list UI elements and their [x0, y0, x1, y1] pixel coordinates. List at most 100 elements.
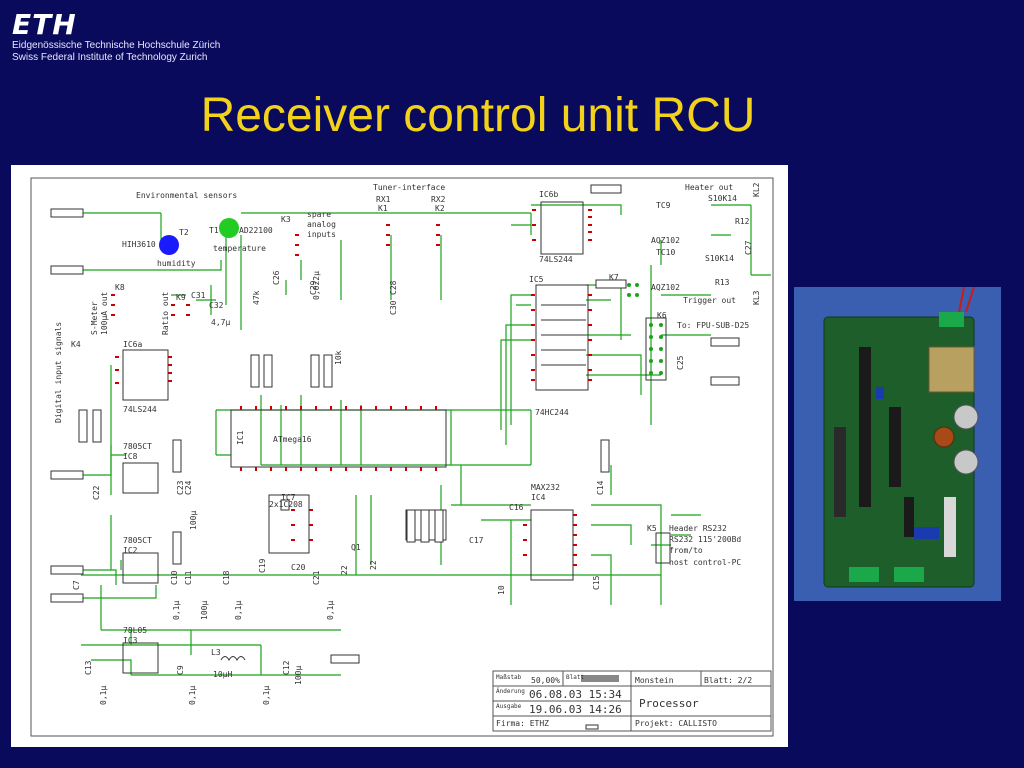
value-100u-a: 100µ: [294, 666, 303, 685]
cap-c17: C17: [469, 536, 484, 545]
ic6b-type: 74LS244: [539, 255, 573, 264]
ic3-type: 78L05: [123, 626, 147, 635]
header-rs232-label: Header RS232: [669, 524, 727, 533]
ic4-type: MAX232: [531, 483, 560, 492]
cap-c13: C13: [84, 660, 93, 675]
q1-label: Q1: [351, 543, 361, 552]
tb-sheet: Blatt: 2/2: [704, 676, 752, 685]
k9-label: K9: [176, 293, 186, 302]
tb-projekt: Projekt: CALLISTO: [635, 719, 717, 728]
cap-c20: C20: [291, 563, 306, 572]
digital-inputs-label: Digital input signals: [54, 322, 63, 423]
schematic-svg: Environmental sensors Tuner-interface He…: [30, 177, 774, 737]
tc9-label: TC9: [656, 201, 671, 210]
cap-c24: C24: [184, 480, 193, 495]
tb-aenderung-value: 06.08.03 15:34: [529, 688, 622, 701]
connector-stubs: [50, 184, 740, 730]
l3-value: 10µH: [213, 670, 232, 679]
ic7-type: 2x1C208: [269, 500, 303, 509]
cap-c31: C31: [191, 291, 206, 300]
cap-c22: C22: [92, 485, 101, 500]
tb-ausgabe-label: Ausgabe: [496, 703, 522, 710]
host-pc-label: host control-PC: [669, 558, 741, 567]
smeter-label: S-Meter: [90, 301, 99, 335]
schematic-diagram: Environmental sensors Tuner-interface He…: [11, 165, 788, 747]
value-10k: 10k: [334, 350, 343, 365]
tb-blatt-label: Blatt: [566, 674, 584, 681]
fpu-label: To: FPU-SUB-D25: [677, 321, 749, 330]
ic2-type: 7805CT: [123, 536, 152, 545]
tb-aenderung-label: Änderung: [496, 688, 525, 695]
value-01u-e: 0,1µ: [234, 601, 243, 620]
ic1-label: IC1: [236, 430, 245, 445]
value-100u-b: 100µ: [200, 601, 209, 620]
k7-label: K7: [609, 273, 619, 282]
k4-label: K4: [71, 340, 81, 349]
ic4-label: IC4: [531, 493, 546, 502]
cap-c21: C21: [312, 570, 321, 585]
value-47k: 47k: [252, 290, 261, 305]
ratio-out-label: Ratio out: [161, 291, 170, 335]
cap-c23: C23: [176, 480, 185, 495]
cap-c32: C32: [209, 301, 224, 310]
cap-c30: C30: [389, 300, 398, 315]
eth-logo-mark: ETH: [12, 8, 77, 41]
ic1-type: ATmega16: [273, 435, 312, 444]
l3-inductor: [220, 656, 246, 662]
ic-packages: [122, 201, 671, 674]
t1-sensor-dot: [219, 218, 239, 238]
value-100u-c: 100µ: [189, 511, 198, 530]
tc10-label: TC10: [656, 248, 675, 257]
aqz2-label: AQZ102: [651, 283, 680, 292]
k1-label: K1: [378, 204, 388, 213]
tb-name: Monstein: [635, 676, 674, 685]
cap-c11: C11: [184, 570, 193, 585]
cap-c28: C28: [389, 280, 398, 295]
k3-label: K3: [281, 215, 291, 224]
wires: [81, 204, 771, 676]
inputs-label: inputs: [307, 230, 336, 239]
pcb-photo: [794, 286, 1001, 601]
t1-type: AD22100: [239, 226, 273, 235]
ic8-label: IC8: [123, 452, 138, 461]
smeter-out-label: 100µA out: [100, 291, 109, 335]
humidity-label: humidity: [157, 259, 196, 268]
ic6b-label: IC6b: [539, 190, 558, 199]
ic6a-label: IC6a: [123, 340, 142, 349]
eth-logo: ETH Eidgenössische Technische Hochschule…: [12, 10, 220, 64]
analog-label: analog: [307, 220, 336, 229]
tb-firma: Firma: ETHZ: [496, 719, 549, 728]
title-block-bar: [581, 675, 619, 682]
cap-c25: C25: [676, 355, 685, 370]
rx1-label: RX1: [376, 195, 391, 204]
cap-c19: C19: [258, 558, 267, 573]
k8-label: K8: [115, 283, 125, 292]
value-22-b: 22: [369, 560, 378, 570]
cap-c7: C7: [72, 580, 81, 590]
k6-pins: [627, 283, 663, 375]
cap-c9: C9: [176, 665, 185, 675]
cap-c16: C16: [509, 503, 524, 512]
s10k14-a-label: S10K14: [708, 194, 737, 203]
env-sensors-label: Environmental sensors: [136, 191, 237, 200]
value-47u: 4,7µ: [211, 318, 230, 327]
value-01u-d: 0,1µ: [172, 601, 181, 620]
spare-label: spare: [307, 210, 331, 219]
ic5-label: IC5: [529, 275, 544, 284]
value-01u-b: 0,1µ: [188, 686, 197, 705]
value-01u-a: 0,1µ: [99, 686, 108, 705]
k2-label: K2: [435, 204, 445, 213]
tuner-interface-label: Tuner-interface: [373, 183, 445, 192]
value-22-a: 22: [340, 565, 349, 575]
cap-c10: C10: [170, 570, 179, 585]
value-10: 10: [497, 585, 506, 595]
value-0022u: 0,022µ: [312, 271, 321, 300]
t2-label: T2: [179, 228, 189, 237]
rs232-baud-label: RS232 115'200Bd: [669, 535, 741, 544]
cap-c18: C18: [222, 570, 231, 585]
ic3-label: IC3: [123, 636, 138, 645]
tb-processor: Processor: [639, 697, 699, 710]
ic6a-type: 74LS244: [123, 405, 157, 414]
cap-c12: C12: [282, 660, 291, 675]
pin-marks: [111, 209, 592, 566]
